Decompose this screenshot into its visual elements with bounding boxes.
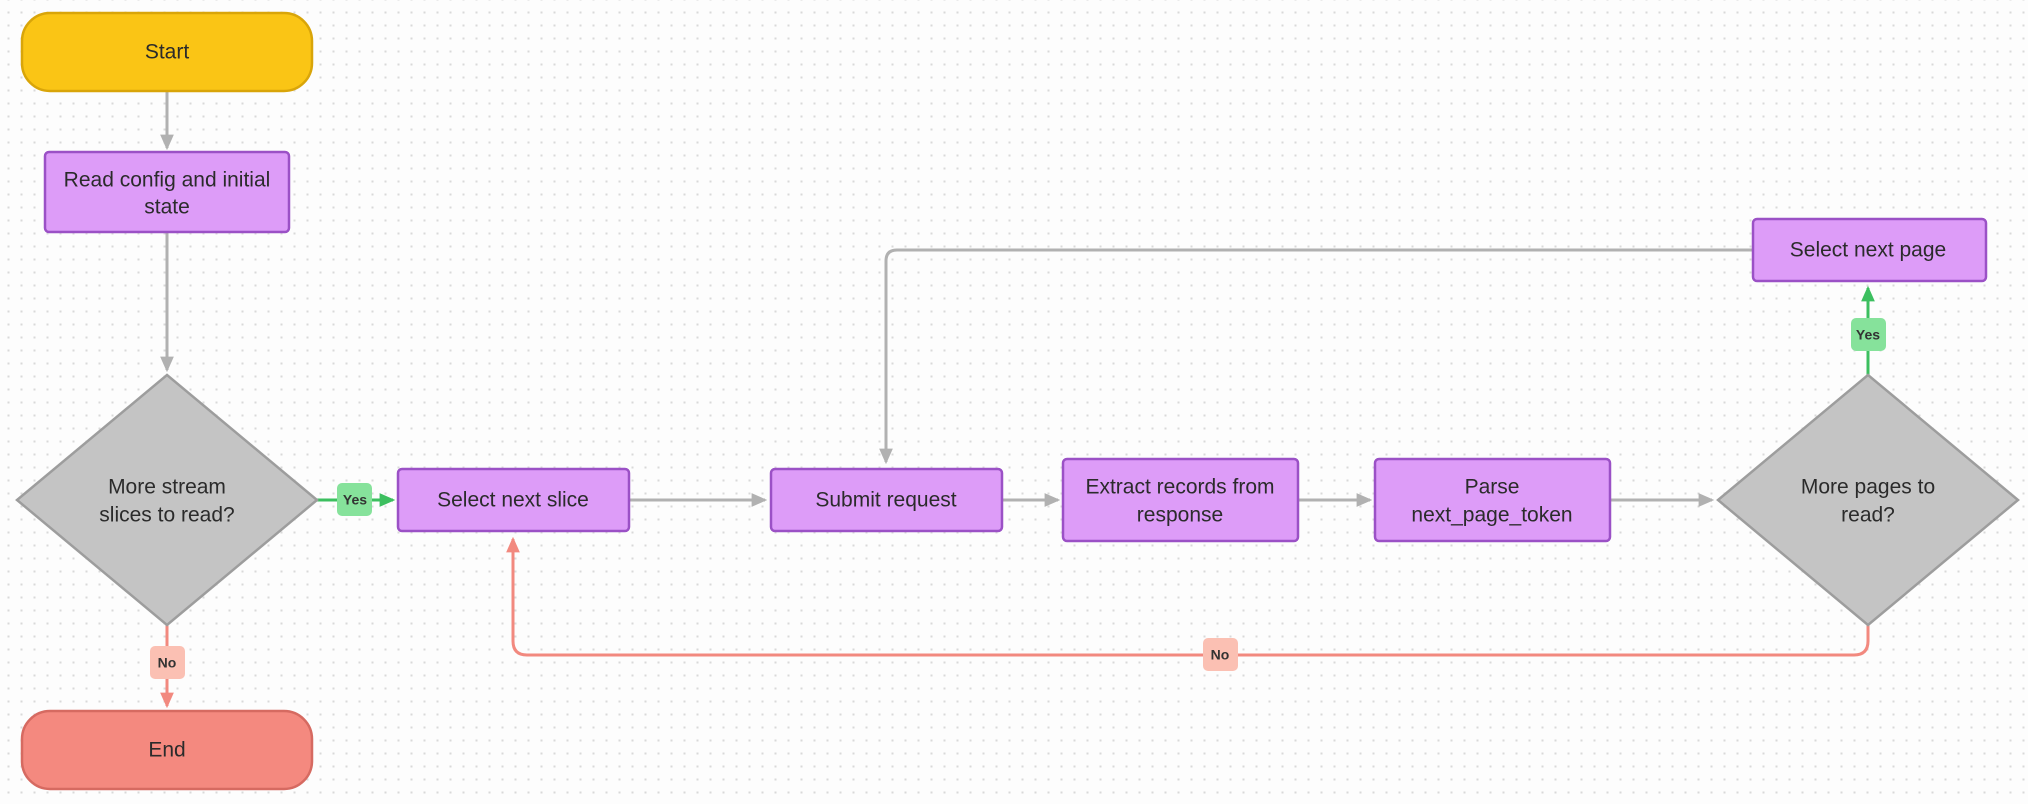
edge-label-yes-more-pages-text: Yes xyxy=(1856,327,1880,343)
edge-label-layer: Yes No Yes No xyxy=(150,318,1886,679)
node-start-shape[interactable] xyxy=(20,11,314,93)
edge-label-no-more-slices[interactable]: No xyxy=(150,646,185,679)
edge-more-pages-no-to-select-slice[interactable] xyxy=(506,536,1870,657)
node-more-slices-shape[interactable] xyxy=(15,373,319,627)
edge-layer xyxy=(160,91,1875,709)
node-read-config-shape[interactable] xyxy=(43,150,291,234)
node-select-next-page-shape[interactable] xyxy=(1751,217,1988,283)
node-select-slice-shape[interactable] xyxy=(396,467,631,533)
node-extract-records[interactable]: Extract records from response xyxy=(1061,457,1300,543)
node-parse-next-page-token-shape[interactable] xyxy=(1373,457,1612,543)
node-submit-request[interactable]: Submit request xyxy=(769,467,1004,533)
node-submit-request-label: Submit request xyxy=(815,489,956,512)
edge-select-page-back-to-submit[interactable] xyxy=(879,248,1753,465)
node-extract-records-label-line1: Extract records from xyxy=(1085,476,1274,499)
node-select-next-page-label: Select next page xyxy=(1790,239,1946,262)
edge-label-no-more-slices-text: No xyxy=(158,655,177,671)
edge-label-yes-more-slices-chip[interactable] xyxy=(337,483,372,516)
edge-label-yes-more-slices-text: Yes xyxy=(343,492,367,508)
node-select-slice[interactable]: Select next slice xyxy=(396,467,631,533)
node-more-pages-label-line2: read? xyxy=(1841,504,1895,527)
node-read-config-label-line1: Read config and initial xyxy=(64,169,271,192)
node-parse-next-page-token-label-line1: Parse xyxy=(1465,476,1520,499)
edge-label-no-more-pages-text: No xyxy=(1211,647,1230,663)
node-read-config[interactable]: Read config and initial state xyxy=(43,150,291,234)
node-more-pages-shape[interactable] xyxy=(1716,373,2020,627)
node-extract-records-label-line2: response xyxy=(1137,504,1223,527)
node-more-pages[interactable]: More pages to read? xyxy=(1716,373,2020,627)
edge-label-no-more-slices-chip[interactable] xyxy=(150,646,185,679)
node-more-slices-label-line2: slices to read? xyxy=(99,504,234,527)
node-read-config-label-line2: state xyxy=(144,196,190,219)
node-parse-next-page-token-label-line2: next_page_token xyxy=(1411,504,1572,527)
node-parse-next-page-token[interactable]: Parse next_page_token xyxy=(1373,457,1612,543)
node-more-slices-label-line1: More stream xyxy=(108,476,226,499)
node-layer: Start Read config and initial state More… xyxy=(15,11,2020,791)
node-extract-records-shape[interactable] xyxy=(1061,457,1300,543)
node-end[interactable]: End xyxy=(20,709,314,791)
edge-label-yes-more-pages-chip[interactable] xyxy=(1851,318,1886,351)
edge-label-yes-more-pages[interactable]: Yes xyxy=(1851,318,1886,351)
node-select-slice-label: Select next slice xyxy=(437,489,589,512)
node-start-label: Start xyxy=(145,41,190,64)
node-start[interactable]: Start xyxy=(20,11,314,93)
node-end-label: End xyxy=(148,739,185,762)
node-end-shape[interactable] xyxy=(20,709,314,791)
edge-label-no-more-pages[interactable]: No xyxy=(1203,638,1238,671)
edge-label-no-more-pages-chip[interactable] xyxy=(1203,638,1238,671)
node-more-slices[interactable]: More stream slices to read? xyxy=(15,373,319,627)
node-select-next-page[interactable]: Select next page xyxy=(1751,217,1988,283)
node-submit-request-shape[interactable] xyxy=(769,467,1004,533)
edge-label-yes-more-slices[interactable]: Yes xyxy=(337,483,372,516)
node-more-pages-label-line1: More pages to xyxy=(1801,476,1935,499)
